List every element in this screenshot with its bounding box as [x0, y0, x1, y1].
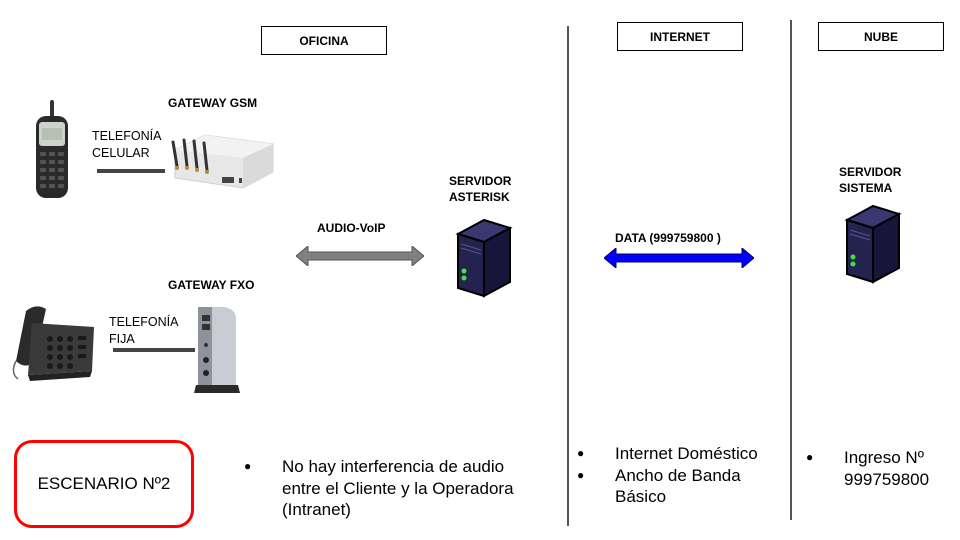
server-sistema-icon	[844, 204, 902, 284]
link-label-data: DATA (999759800 )	[615, 231, 721, 245]
device-label-servidor-asterisk-line2: ASTERISK	[449, 190, 510, 204]
notes-oficina: No hay interferencia de audio entre el C…	[244, 456, 544, 521]
note-item: No hay interferencia de audio entre el C…	[244, 456, 544, 521]
section-header-internet: INTERNET	[617, 22, 743, 51]
divider-internet-nube	[790, 20, 792, 520]
desk-phone-icon	[12, 306, 94, 381]
link-label-fija: TELEFONÍA FIJA	[109, 314, 178, 348]
device-label-gateway-gsm: GATEWAY GSM	[168, 96, 258, 110]
device-label-servidor-sistema-line1: SERVIDOR	[839, 165, 902, 179]
data-arrow	[604, 248, 754, 268]
link-label-fija-line1: TELEFONÍA	[109, 315, 179, 329]
device-label-servidor-sistema: SERVIDOR SISTEMA	[839, 164, 901, 196]
section-title-internet: INTERNET	[650, 29, 710, 44]
link-line-celular	[97, 169, 165, 173]
section-title-nube: NUBE	[863, 29, 898, 44]
scenario-box: ESCENARIO Nº2	[14, 440, 194, 528]
note-item: Internet Doméstico	[577, 443, 787, 465]
device-label-servidor-asterisk-line1: SERVIDOR	[449, 174, 512, 188]
gateway-gsm-icon	[171, 134, 274, 189]
server-asterisk-icon	[455, 218, 513, 298]
link-label-celular: TELEFONÍA CELULAR	[92, 128, 161, 162]
scenario-label: ESCENARIO Nº2	[37, 474, 171, 493]
device-label-servidor-asterisk: SERVIDOR ASTERISK	[449, 173, 511, 205]
mobile-phone-icon	[36, 100, 68, 198]
divider-oficina-internet	[567, 26, 569, 526]
link-label-fija-line2: FIJA	[109, 332, 135, 346]
notes-internet: Internet Doméstico Ancho de Banda Básico	[577, 443, 787, 508]
section-title-oficina: OFICINA	[299, 33, 349, 48]
note-item: Ancho de Banda Básico	[577, 465, 787, 508]
section-header-oficina: OFICINA	[261, 26, 387, 55]
link-label-celular-line1: TELEFONÍA	[92, 129, 162, 143]
link-label-celular-line2: CELULAR	[92, 146, 150, 160]
note-item: Ingreso Nº 999759800	[806, 447, 946, 490]
device-label-gateway-fxo: GATEWAY FXO	[168, 278, 255, 292]
gateway-fxo-icon	[194, 307, 240, 393]
device-label-servidor-sistema-line2: SISTEMA	[839, 181, 893, 195]
link-label-audio-voip: AUDIO-VoIP	[317, 221, 386, 235]
audio-voip-arrow	[296, 246, 424, 266]
section-header-nube: NUBE	[818, 22, 944, 51]
notes-nube: Ingreso Nº 999759800	[806, 447, 946, 490]
link-line-fija	[113, 348, 195, 352]
